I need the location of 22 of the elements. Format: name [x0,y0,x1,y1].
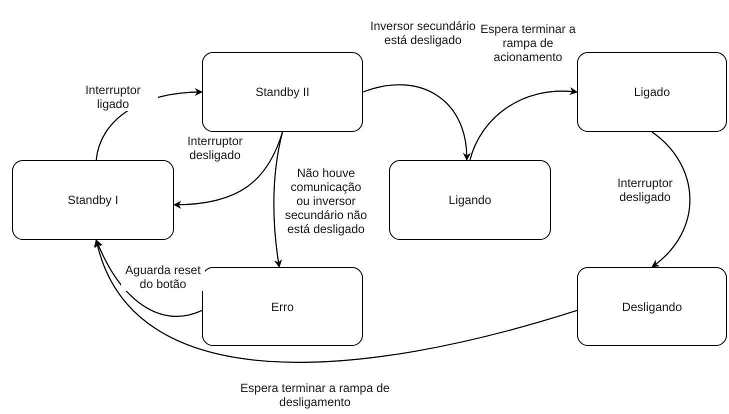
state-box [389,160,551,240]
transition-arrow [651,132,690,268]
state-box [202,267,363,346]
transition-arrow [362,84,470,161]
state-box [202,52,363,132]
state-name: Erro [271,300,294,314]
edge-label: Não houve comunicação ou inversor secundário não está desligado [283,166,369,236]
transition-arrow [95,239,202,317]
state-box [577,52,727,132]
state-box [12,160,174,240]
edge-label: Espera terminar a rampa de acionamento [480,22,576,64]
state-name: Desligando [622,300,682,314]
edge-label: Aguarda reset do botão [121,263,205,291]
state-name: Ligado [634,85,670,99]
transition-arrow [173,132,284,209]
state-name: Standby II [255,85,310,99]
transition-arrow [273,132,284,268]
state-name: Standby I [68,193,118,207]
transition-arrow [469,88,578,160]
transition-arrow [94,239,578,363]
state-name: Ligando [448,193,492,207]
state-box [577,267,727,346]
